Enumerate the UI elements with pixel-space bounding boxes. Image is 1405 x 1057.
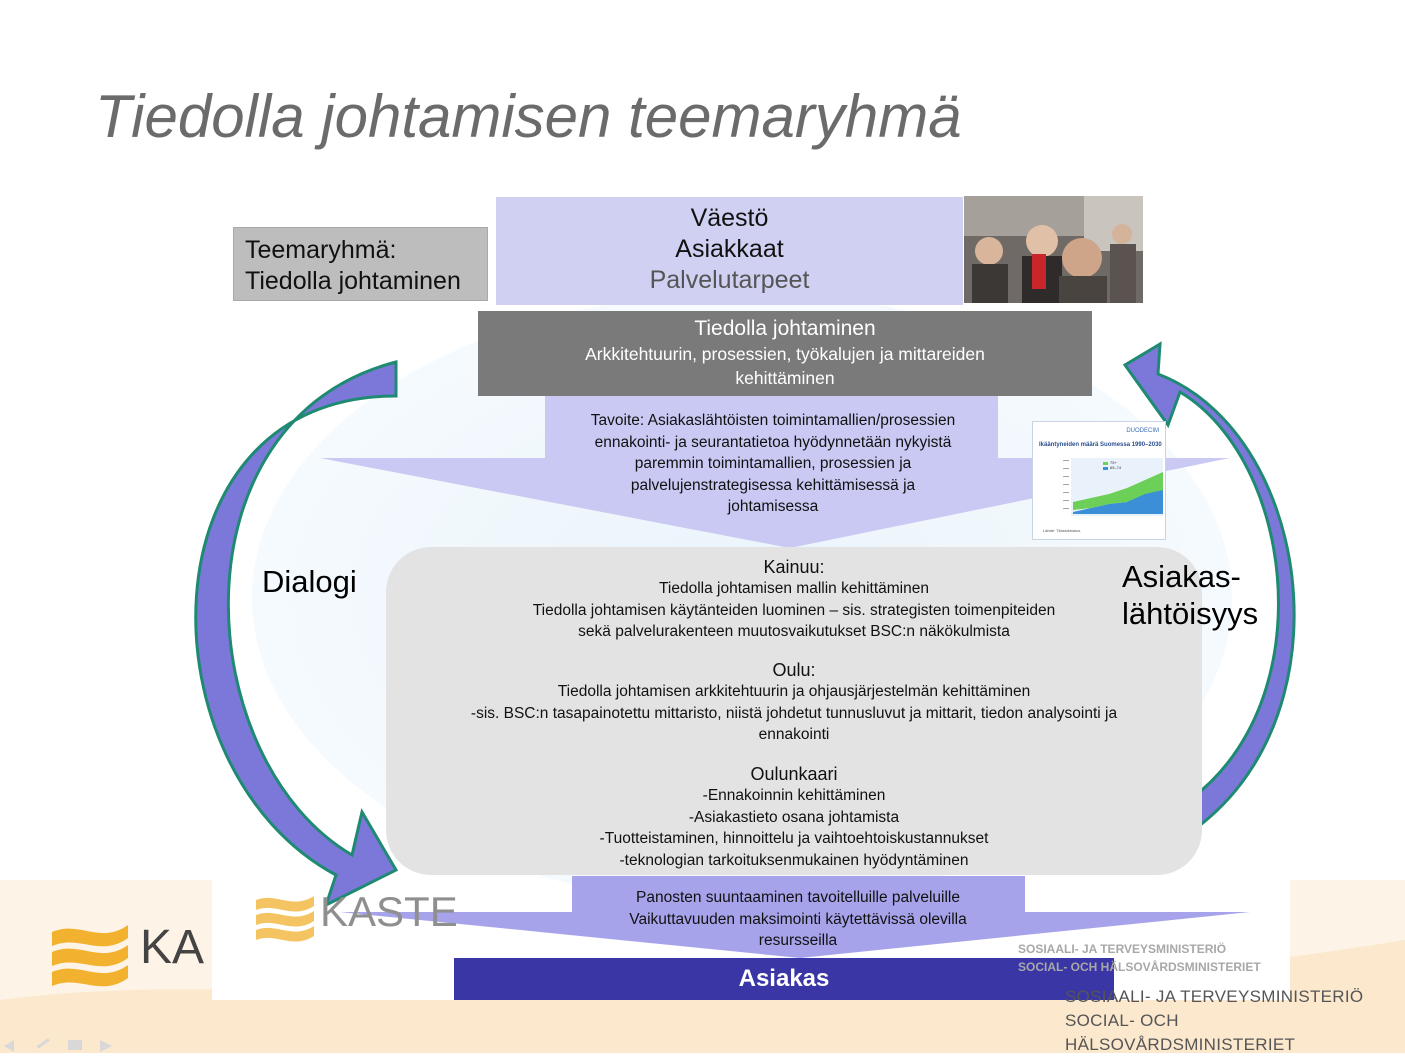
chart-legend-item: 65–74 bbox=[1110, 465, 1122, 470]
footer-wave bbox=[0, 940, 1405, 1053]
knowledge-management-box: Tiedolla johtaminen Arkkitehtuurin, pros… bbox=[478, 311, 1092, 396]
chart-legend-item: 75+ bbox=[1110, 460, 1117, 465]
region-line: -Ennakoinnin kehittäminen bbox=[702, 787, 886, 804]
kaste-ghost-logo-waves bbox=[256, 896, 314, 942]
customers-line: Asiakkaat bbox=[675, 235, 784, 263]
kaste-logo-waves bbox=[52, 925, 128, 987]
goal-line: paremmin toimintamallien, prosessien ja bbox=[634, 455, 912, 473]
kaste-ghost-logo-text: KASTE bbox=[320, 888, 458, 935]
region-heading: Oulu: bbox=[772, 660, 816, 680]
region-kainuu: Kainuu: Tiedolla johtamisen mallin kehit… bbox=[386, 556, 1202, 643]
region-oulunkaari: Oulunkaari -Ennakoinnin kehittäminen -As… bbox=[386, 763, 1202, 871]
ministry-name: SOSIAALI- JA TERVEYSMINISTERIÖ SOCIAL- O… bbox=[1065, 985, 1405, 1057]
region-line: ennakointi bbox=[758, 726, 830, 744]
resource-line: Vaikuttavuuden maksimointi käytettävissä… bbox=[629, 910, 967, 928]
region-line: -sis. BSC:n tasapainotettu mittaristo, n… bbox=[470, 704, 1118, 722]
region-heading: Oulunkaari bbox=[750, 764, 838, 784]
team-label-line2: Tiedolla johtaminen bbox=[245, 267, 461, 295]
region-line: -Tuotteistaminen, hinnoittelu ja vaihtoe… bbox=[599, 830, 989, 848]
region-line: Tiedolla johtamisen käytänteiden luomine… bbox=[532, 601, 1056, 619]
regions-box bbox=[386, 547, 1202, 875]
ministry-line2: SOCIAL- OCH HÄLSOVÅRDSMINISTERIET bbox=[1065, 1011, 1296, 1054]
chart-title: Ikääntyneiden määrä Suomessa 1990–2030 bbox=[1039, 442, 1162, 448]
region-line: sekä palvelurakenteen muutosvaikutukset … bbox=[578, 623, 1010, 641]
goal-line: palvelujenstrategisessa kehittämisessä j… bbox=[630, 476, 916, 494]
goal-line: Tavoite: Asiakaslähtöisten toimintamalli… bbox=[590, 412, 956, 429]
right-curved-arrow bbox=[1122, 341, 1296, 867]
population-line: Väestö bbox=[690, 204, 769, 232]
client-bar: Asiakas bbox=[454, 958, 1114, 1000]
region-line: Tiedolla johtamisen arkkitehtuurin ja oh… bbox=[557, 683, 1031, 700]
resource-arrow-shape bbox=[340, 876, 1250, 958]
resource-line: resursseilla bbox=[758, 932, 838, 950]
slide-title: Tiedolla johtamisen teemaryhmä bbox=[95, 83, 962, 150]
chart-brand: DUODECIM bbox=[1126, 428, 1159, 434]
kaste-logo-text: KA bbox=[140, 921, 205, 974]
service-needs-line: Palvelutarpeet bbox=[649, 266, 810, 294]
customer-orientation-label: Asiakas- lähtöisyys bbox=[1122, 558, 1258, 632]
customer-orientation-line1: Asiakas- bbox=[1122, 559, 1241, 594]
slide-nav-controls bbox=[4, 1038, 112, 1052]
team-label-line1: Teemaryhmä: bbox=[245, 236, 397, 264]
chart-source: Lähde: Tilastokeskus bbox=[1043, 528, 1081, 533]
elderly-population-chart-thumbnail: DUODECIM Ikääntyneiden määrä Suomessa 19… bbox=[1032, 421, 1166, 540]
resource-line: Panosten suuntaaminen tavoitelluille pal… bbox=[636, 889, 960, 906]
goal-line: ennakointi- ja seurantatietoa hyödynnetä… bbox=[594, 433, 952, 451]
crowd-photo bbox=[964, 196, 1143, 303]
goal-line: johtamisessa bbox=[727, 498, 819, 516]
goal-text: Tavoite: Asiakaslähtöisten toimintamalli… bbox=[555, 410, 991, 518]
team-label-box: Teemaryhmä: Tiedolla johtaminen bbox=[233, 227, 488, 301]
region-line: -Asiakastieto osana johtamista bbox=[688, 808, 900, 826]
resource-allocation-text: Panosten suuntaaminen tavoitelluille pal… bbox=[575, 887, 1021, 952]
knowledge-management-title: Tiedolla johtaminen bbox=[694, 317, 876, 340]
knowledge-management-subtitle-line2: kehittäminen bbox=[735, 368, 835, 388]
ministry-ghost-line2: SOCIAL- OCH HÄLSOVÅRDSMINISTERIET bbox=[1018, 960, 1261, 974]
region-oulu: Oulu: Tiedolla johtamisen arkkitehtuurin… bbox=[386, 659, 1202, 746]
ministry-ghost-text: SOSIAALI- JA TERVEYSMINISTERIÖ SOCIAL- O… bbox=[1018, 940, 1261, 976]
chart-area-graphic bbox=[1063, 458, 1163, 516]
region-line: Tiedolla johtamisen mallin kehittäminen bbox=[659, 580, 929, 597]
knowledge-management-subtitle-line1: Arkkitehtuurin, prosessien, työkalujen j… bbox=[585, 344, 985, 364]
left-curved-arrow bbox=[194, 360, 399, 908]
customer-orientation-line2: lähtöisyys bbox=[1122, 596, 1259, 631]
region-heading: Kainuu: bbox=[763, 557, 825, 577]
ministry-ghost-line1: SOSIAALI- JA TERVEYSMINISTERIÖ bbox=[1018, 942, 1227, 956]
dialogue-label: Dialogi bbox=[262, 564, 357, 599]
ministry-line1: SOSIAALI- JA TERVEYSMINISTERIÖ bbox=[1065, 987, 1364, 1006]
goal-arrow-shape bbox=[320, 396, 1230, 548]
population-box: Väestö Asiakkaat Palvelutarpeet bbox=[496, 197, 963, 305]
region-line: -teknologian tarkoituksenmukainen hyödyn… bbox=[619, 851, 969, 869]
